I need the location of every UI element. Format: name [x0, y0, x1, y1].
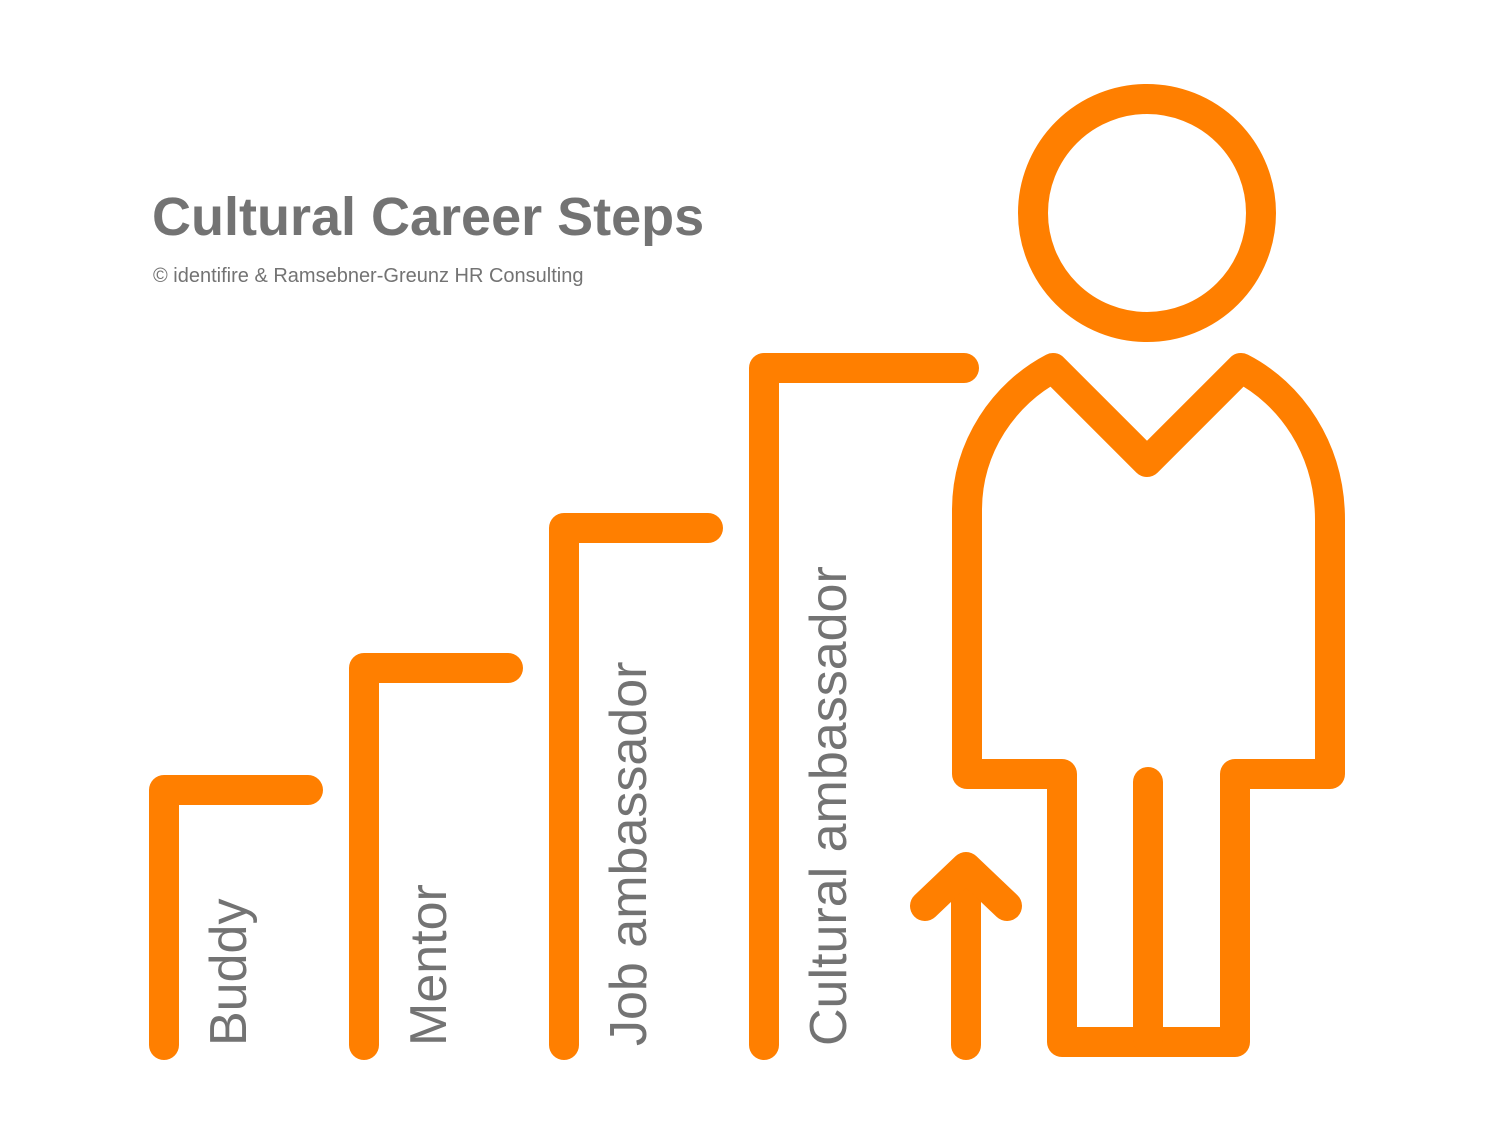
copyright-notice: © identifire & Ramsebner-Greunz HR Consu… — [153, 265, 584, 287]
step-buddy: Buddy — [149, 775, 323, 1060]
step-mentor-label: Mentor — [400, 884, 458, 1046]
person-icon — [952, 84, 1345, 1057]
arrow-up-icon — [910, 852, 1022, 1060]
step-buddy-bracket — [149, 775, 323, 1060]
step-mentor-bracket — [349, 653, 523, 1060]
step-job-ambassador: Job ambassador — [549, 513, 723, 1060]
page-title: Cultural Career Steps — [152, 187, 705, 247]
person-body — [952, 353, 1345, 1057]
step-cultural-ambassador-bracket — [749, 353, 979, 1060]
person-head — [1018, 84, 1276, 342]
step-job-ambassador-bracket — [549, 513, 723, 1060]
step-buddy-label: Buddy — [200, 899, 258, 1046]
step-cultural-ambassador: Cultural ambassador — [749, 353, 979, 1060]
step-mentor: Mentor — [349, 653, 523, 1060]
step-cultural-ambassador-label: Cultural ambassador — [800, 566, 858, 1046]
step-job-ambassador-label: Job ambassador — [600, 662, 658, 1046]
